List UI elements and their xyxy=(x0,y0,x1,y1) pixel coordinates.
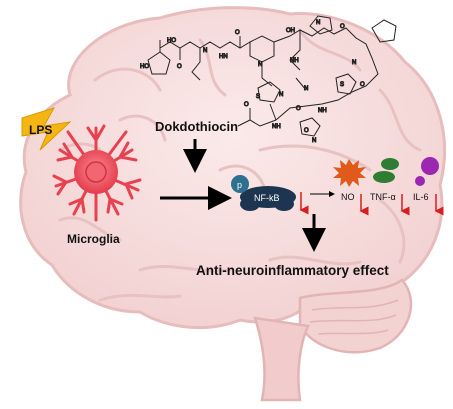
brainstem xyxy=(253,316,310,402)
svg-text:N: N xyxy=(279,92,283,98)
svg-text:O: O xyxy=(340,24,345,30)
svg-text:HO: HO xyxy=(140,64,149,70)
nfkb-complex xyxy=(231,175,296,211)
dokdothiocin-structure: HO HO O N HN O N S N OH NH N N O N O S O… xyxy=(140,15,397,145)
svg-text:NH: NH xyxy=(272,124,281,130)
no-icon xyxy=(333,159,366,187)
microglia-cell xyxy=(52,124,142,222)
svg-text:O: O xyxy=(360,82,365,88)
effect-label: Anti-neuroinflammatory effect xyxy=(196,263,389,278)
tnf-label: TNF-α xyxy=(370,192,396,202)
il6-label: IL-6 xyxy=(413,192,429,202)
svg-text:O: O xyxy=(304,128,309,134)
svg-text:NH: NH xyxy=(290,58,299,64)
il6-icon xyxy=(415,157,439,186)
lps-label: LPS xyxy=(29,123,52,137)
svg-text:N: N xyxy=(312,138,316,144)
svg-text:HN: HN xyxy=(219,54,228,60)
lps-lightning-icon xyxy=(21,107,72,151)
svg-text:O: O xyxy=(296,106,301,112)
cerebellum-folds xyxy=(309,299,399,335)
svg-text:HO: HO xyxy=(167,38,176,44)
svg-text:O: O xyxy=(235,30,240,36)
svg-text:S: S xyxy=(256,94,260,100)
svg-text:S: S xyxy=(340,82,344,88)
svg-text:N: N xyxy=(203,48,207,54)
svg-text:O: O xyxy=(244,102,249,108)
phospho-group xyxy=(231,175,249,193)
no-label: NO xyxy=(341,192,355,202)
svg-text:N: N xyxy=(304,86,308,92)
tnf-icon xyxy=(373,158,399,183)
svg-text:N: N xyxy=(316,20,320,26)
nfkb-label: NF-kB xyxy=(254,193,280,203)
brain-illustration xyxy=(19,6,447,402)
microglia-label: Microglia xyxy=(67,232,120,246)
svg-text:N: N xyxy=(352,60,356,66)
svg-text:O: O xyxy=(177,64,182,70)
dokdothiocin-label: Dokdothiocin xyxy=(155,119,238,134)
svg-text:NH: NH xyxy=(318,108,327,114)
svg-text:N: N xyxy=(258,62,262,68)
svg-text:OH: OH xyxy=(286,28,295,34)
phospho-label: p xyxy=(237,180,242,190)
